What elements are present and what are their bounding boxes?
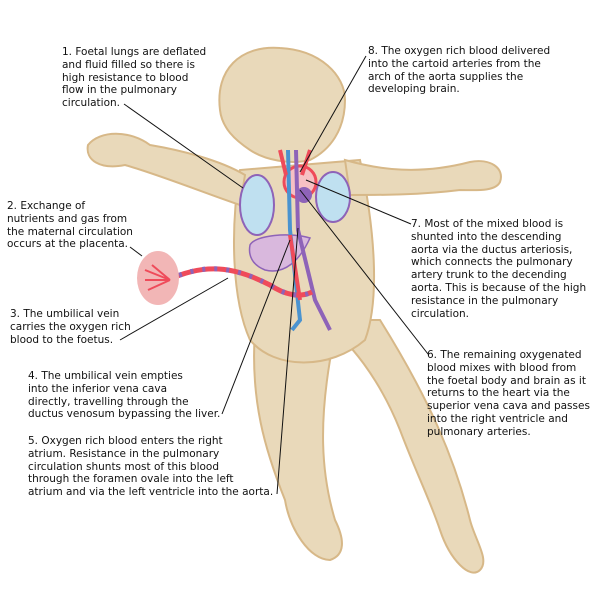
annotation-7-ductus-arteriosus: 7. Most of the mixed blood is shunted in… (411, 218, 587, 320)
lungs (239, 171, 351, 236)
annotation-6-mixing: 6. The remaining oxygenated blood mixes … (427, 349, 590, 438)
annotation-2-placenta: 2. Exchange of nutrients and gas from th… (7, 200, 133, 251)
annotation-5-foramen-ovale: 5. Oxygen rich blood enters the right at… (28, 435, 274, 499)
placenta (137, 251, 179, 305)
annotation-8-carotid-arteries: 8. The oxygen rich blood delivered into … (368, 45, 551, 96)
leader-lines (119, 55, 429, 495)
annotation-1-foetal-lungs: 1. Foetal lungs are deflated and fluid f… (62, 46, 207, 110)
umbilical-cord (166, 266, 314, 298)
annotation-3-umbilical-vein: 3. The umbilical vein carries the oxygen… (10, 308, 131, 346)
annotation-4-ductus-venosum: 4. The umbilical vein empties into the i… (28, 370, 221, 421)
vessels (278, 149, 332, 332)
